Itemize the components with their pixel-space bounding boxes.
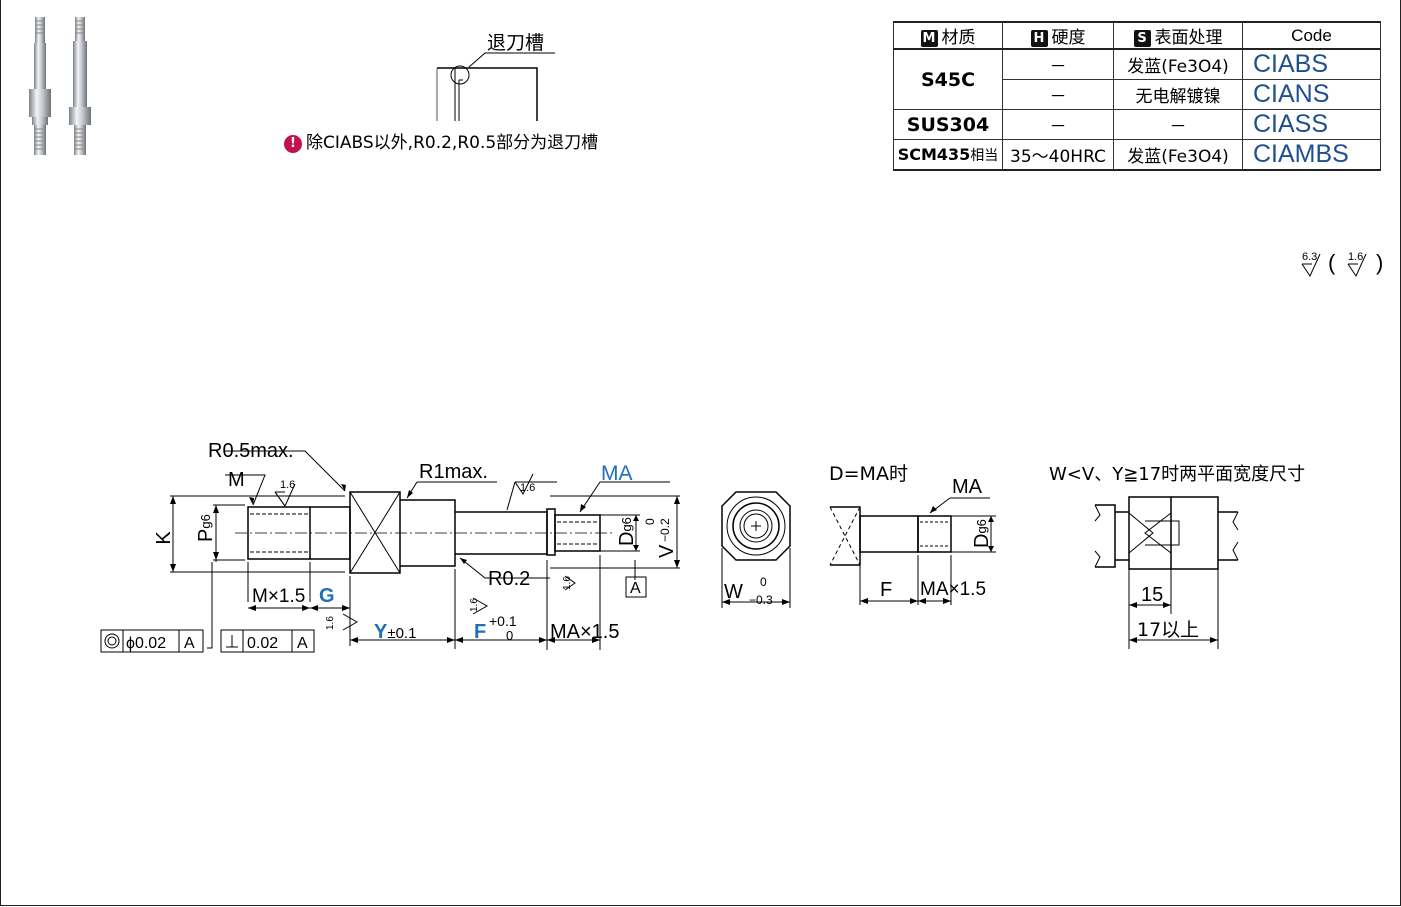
table-row: SCM435相当 35～40HRC 发蓝(Fe3O4) CIAMBS	[893, 139, 1381, 171]
table-row: S45C － 发蓝(Fe3O4) CIABS	[893, 48, 1381, 110]
w-label: W	[724, 581, 743, 603]
code-cell: CIASS	[1242, 109, 1381, 140]
surface-cell: 发蓝(Fe3O4)	[1113, 139, 1243, 171]
d-label: Dg6	[616, 517, 638, 546]
r05-label: R0.5max.	[208, 440, 294, 462]
warning-icon: !	[284, 135, 302, 153]
material-cell: SCM435相当	[893, 139, 1003, 171]
w-tol-low: −0.3	[749, 593, 773, 607]
f-label: F	[474, 621, 486, 643]
groove-detail: 退刀槽	[436, 32, 555, 121]
table-row: SUS304 － － CIASS	[893, 109, 1381, 140]
hardness-cell: －	[1002, 109, 1114, 140]
f-tol-low: 0	[506, 628, 513, 643]
concentricity-value: ϕ0.02	[126, 635, 166, 652]
k-label: K	[153, 531, 175, 545]
hardness-badge-icon: H	[1030, 30, 1048, 47]
flat-view: W<V、Y≧17时两平面宽度尺寸 15 17以上	[1049, 464, 1305, 649]
perpendicularity-datum: A	[297, 635, 308, 652]
ma15-label: MA×1.5	[550, 621, 619, 643]
rough-mark-d: 1.6	[562, 576, 573, 590]
surface-badge-icon: S	[1133, 30, 1151, 47]
product-photo	[29, 17, 91, 155]
main-drawing: 1.6 1.6 1.6 1.6 1.6 R0.5max. M R1max. MA…	[100, 440, 680, 653]
g-label: G	[319, 585, 335, 607]
code-cell: CIAMBS	[1242, 139, 1381, 171]
dma-view: D=MA时 MA Dg6 F MA×1.5	[829, 463, 996, 605]
roughness-main: 6.3	[1302, 251, 1317, 263]
surface-cell: 无电解镀镍	[1113, 79, 1243, 110]
roughness-sub: 1.6	[1348, 251, 1363, 263]
hardness-cell: －	[1002, 48, 1114, 80]
end-view: W 0 −0.3	[721, 491, 791, 608]
dma-f: F	[880, 579, 892, 601]
code-cell: CIANS	[1242, 79, 1381, 110]
dim-17: 17以上	[1137, 619, 1199, 641]
material-badge-icon: M	[920, 30, 938, 47]
rough-mark-body-low: 1.6	[469, 598, 480, 612]
surface-cell: －	[1113, 109, 1243, 140]
pin-left	[29, 17, 51, 155]
dma-ma15: MA×1.5	[920, 579, 986, 600]
hardness-cell: －	[1002, 79, 1114, 110]
concentricity-frame: ϕ0.02 A	[100, 629, 204, 653]
surface-roughness: 6.3 ( 1.6 )	[1301, 250, 1383, 278]
groove-note-text: 除CIABS以外,R0.2,R0.5部分为退刀槽	[306, 133, 599, 153]
f-tol-up: +0.1	[489, 613, 517, 629]
rough-mark-m: 1.6	[280, 479, 295, 491]
table-row: － 无电解镀镍 CIANS	[894, 79, 1381, 110]
dma-ma: MA	[952, 476, 983, 498]
hardness-cell: 35～40HRC	[1002, 139, 1114, 171]
datum-a: A	[630, 580, 641, 597]
material-cell: SUS304	[893, 109, 1003, 140]
r02-label: R0.2	[488, 568, 530, 590]
pin-right	[69, 17, 91, 155]
dim-15: 15	[1141, 584, 1163, 606]
perpendicularity-value: 0.02	[247, 635, 278, 652]
w-tol-up: 0	[760, 575, 767, 589]
roughness-paren-open: (	[1328, 250, 1336, 275]
p-label: Pg6	[195, 514, 217, 542]
concentricity-datum: A	[184, 635, 195, 652]
perpendicularity-frame: 0.02 A	[220, 629, 315, 653]
flat-title: W<V、Y≧17时两平面宽度尺寸	[1049, 464, 1305, 485]
header-code: Code	[1242, 21, 1381, 50]
groove-note: !除CIABS以外,R0.2,R0.5部分为退刀槽	[284, 128, 598, 153]
m-label: M	[228, 469, 245, 491]
dma-d: Dg6	[971, 519, 993, 548]
groove-label: 退刀槽	[487, 32, 544, 54]
roughness-paren-close: )	[1376, 250, 1383, 275]
y-label: Y±0.1	[374, 621, 416, 643]
v-label: V	[656, 544, 678, 558]
ma-label: MA	[601, 462, 633, 485]
material-cell: S45C	[893, 48, 1003, 110]
code-cell: CIABS	[1242, 48, 1381, 80]
r1-label: R1max.	[419, 461, 488, 483]
mx15-label: M×1.5	[252, 586, 305, 607]
v-tol-low: −0.2	[658, 518, 672, 542]
surface-cell: 发蓝(Fe3O4)	[1113, 48, 1243, 80]
rough-mark-body: 1.6	[520, 482, 535, 494]
v-tol-up: 0	[643, 518, 657, 525]
dma-title: D=MA时	[829, 463, 908, 485]
rough-mark-shoulder: 1.6	[325, 616, 336, 630]
